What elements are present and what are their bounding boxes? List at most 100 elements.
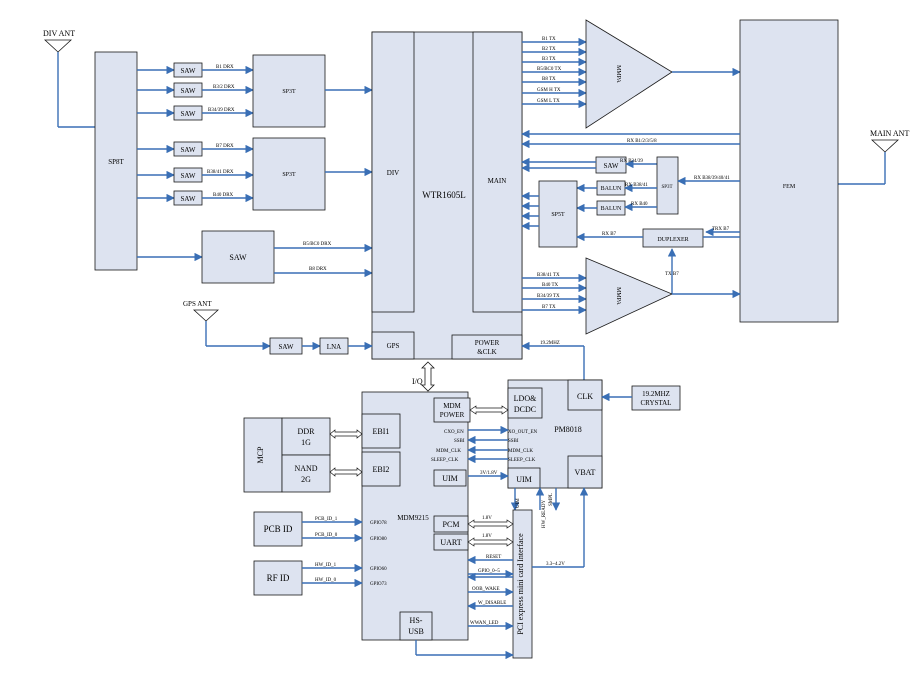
pcm-label: PCM [443,520,460,529]
rf-id-block [253,560,303,596]
rx-label: RX B1/2/3/5/8 [627,139,657,144]
fem-label: FEM [783,184,796,190]
rx-label: RX B40 [631,202,648,207]
ebi2-block [361,451,401,487]
tx-label: B34/39 TX [537,294,560,299]
rx-label: RX B38/41 [625,183,648,188]
clk-block-label: CLK [577,392,593,401]
nand-label-1: NAND [294,464,317,473]
saw-label: SAW [181,110,196,118]
signal-label: XO_OUT_EN [508,430,538,435]
saw-group-b: SAW SAW SAW B7 DRX B38/41 DRX B40 DRX [137,141,254,206]
ebi2-bus [329,467,363,477]
crystal-label-2: CRYSTAL [641,399,672,407]
gpio-label: GPIO78 [370,521,387,526]
drx-label: B5/BC0 DRX [303,242,332,247]
drx-label: B7 DRX [216,144,234,149]
mmpa-amp-bottom [585,257,673,335]
tx-top-lines: B1 TX B2 TX B3 TX B5/BC0 TX B8 TX GSM H … [522,37,587,109]
signal-label: 3.3~4.2V [546,562,565,567]
sp3t-rx-switch [656,156,679,215]
tx-label: B40 TX [542,283,559,288]
iq-bus-arrow [421,361,435,392]
signal-label: SLEEP_CLK [431,458,459,463]
fem-module [739,19,839,323]
rf-id-label: RF ID [267,573,290,583]
mmpa-bottom-label: MMPA [615,287,621,305]
tx-label: B2 TX [542,47,556,52]
main-ant-label: MAIN ANT [870,129,909,138]
vbat-label: VBAT [575,468,596,477]
pcie-label: PCI express mini card Interface [516,533,525,635]
duplexer-label: DUPLEXER [657,237,688,243]
signal-label: CXO_EN [444,430,464,435]
main-label: MAIN [488,177,507,185]
drx-label: B38/41 DRX [207,170,234,175]
vbat-block [567,455,603,489]
wtr-div-section [371,31,415,313]
pm8018-label: PM8018 [554,425,582,434]
drx-label: B34/39 DRX [208,108,235,113]
signal-label: 1.8V [482,534,492,539]
saw-rx-label: SAW [604,162,619,170]
ebi1-label: EBI1 [373,427,390,436]
power-clk-label-2: &CLK [477,348,496,356]
crystal-19-2mhz [631,385,681,411]
signal-label: 1.8V [482,516,492,521]
signal-label: SSBI [508,439,519,444]
sp8t-switch [94,51,138,271]
rx-label: RX B34/39 [620,159,643,164]
saw-large-label: SAW [229,253,247,262]
tx-label: B5/BC0 TX [537,67,562,72]
signal-label: OOB_WAKE [472,587,500,592]
saw-label: SAW [181,67,196,75]
wtr-main-section [472,31,523,313]
id-signal-label: HW_ID_0 [315,578,337,583]
gps-ant-label: GPS ANT [183,300,212,308]
ldo-dcdc [507,387,543,419]
signal-label: SLEEP_CLK [508,458,536,463]
signal-label: MDM_CLK [508,449,533,454]
sp3t-switch-a [252,54,326,128]
lna-label: LNA [327,343,341,351]
tx-label: GSM L TX [537,99,560,104]
tx-label: B7 TX [542,305,556,310]
ddr-memory [281,417,331,456]
power-bus [469,405,509,415]
ddr-label-1: DDR [298,427,316,436]
mmpa-amp-top [585,19,673,129]
signal-label: GPIO_0~5 [478,569,500,574]
div-label: DIV [387,169,399,177]
saw-filter-large [201,230,275,284]
signal-label: SSBI [454,439,465,444]
sp3t-b-label: SP3T [282,172,296,178]
wtr-power-clk-section [451,334,523,360]
tx-label: B38/41 TX [537,273,560,278]
gpio-label: GPIO73 [370,582,387,587]
iq-label: I/Q [412,377,423,386]
pcb-id-label: PCB ID [264,524,293,534]
power-clk-label-1: POWER [475,339,500,347]
uim-mdm-label: UIM [442,474,458,483]
drx-label: B8 DRX [309,267,327,272]
ebi1-bus [329,429,363,439]
tx-label: B3 TX [542,57,556,62]
uim-pmic-label: UIM [516,475,532,484]
uart-bus [467,537,514,547]
id-signal-label: HW_ID_1 [315,563,337,568]
clk-block [567,379,603,411]
ebi2-label: EBI2 [373,465,390,474]
crystal-label-1: 19.2MHZ [642,390,670,398]
sp5t-switch [538,180,578,248]
signal-label: W_DISABLE [478,601,506,606]
hsusb-label-1: HS- [410,616,423,625]
mdm-power-label-1: MDM [443,402,461,410]
mdm-power-label-2: POWER [440,411,465,419]
rx-label: RX B7 [602,232,617,237]
saw-label: SAW [181,146,196,154]
signal-label: MDM_CLK [436,449,461,454]
sp3t-rx-label: SP3T [661,185,672,190]
main-antenna: MAIN ANT [838,129,909,185]
saw-label: SAW [181,172,196,180]
